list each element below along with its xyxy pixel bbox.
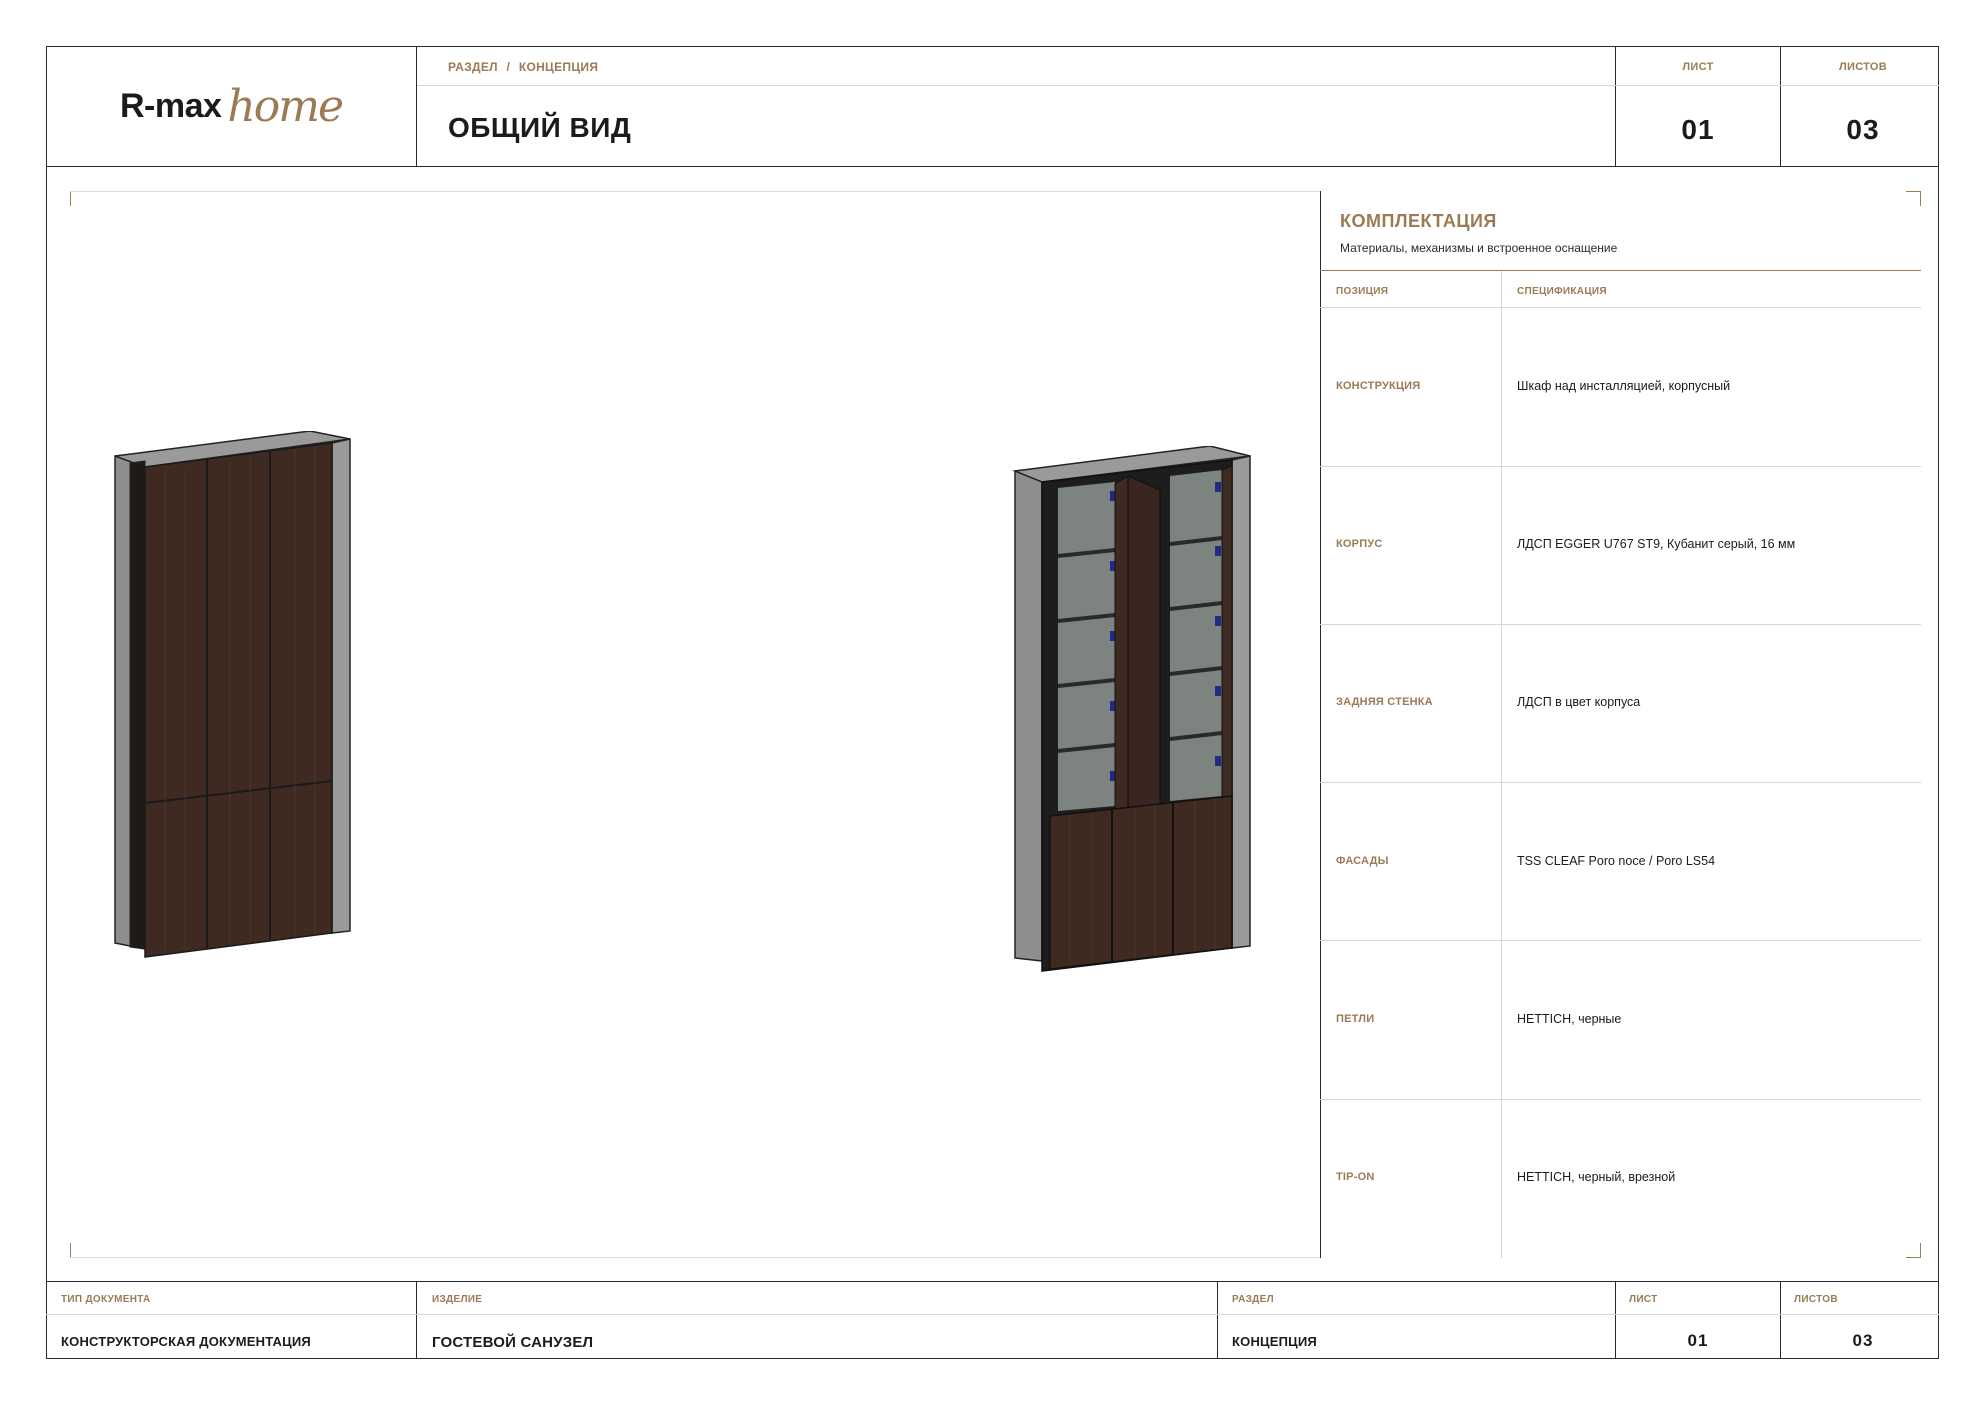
brand-logo: R-max home [46, 46, 416, 167]
corner-mark [1906, 191, 1921, 206]
cabinet-open-illustration [1012, 446, 1251, 972]
spec-row-value: ЛДСП в цвет корпуса [1517, 695, 1641, 709]
sheets-total-label: ЛИСТОВ [1838, 61, 1888, 73]
spec-row-key: ПЕТЛИ [1336, 1013, 1375, 1025]
spec-panel [1320, 191, 1921, 1258]
spec-row-value: Шкаф над инсталляцией, корпусный [1517, 379, 1731, 393]
footer-section-value: КОНЦЕПЦИЯ [1232, 1334, 1317, 1349]
footer-sheets-total: 03 [1852, 1331, 1874, 1350]
footer-sheet-number: 01 [1687, 1331, 1709, 1350]
logo-script: home [227, 81, 344, 132]
doc-type-value: КОНСТРУКТОРСКАЯ ДОКУМЕНТАЦИЯ [61, 1334, 311, 1349]
logo-wordmark: R-max [119, 87, 222, 125]
spec-col-position: ПОЗИЦИЯ [1336, 286, 1389, 297]
spec-row-value: HETTICH, черный, врезной [1517, 1170, 1676, 1184]
doc-type-label: ТИП ДОКУМЕНТА [61, 1294, 151, 1305]
spec-divider [1320, 270, 1921, 271]
footer-sheet-label: ЛИСТ [1629, 1294, 1658, 1305]
title-block-footer [46, 1281, 1939, 1359]
sheets-total: 03 [1846, 114, 1880, 145]
cabinet-closed-illustration [114, 431, 351, 958]
corner-mark [1906, 1243, 1921, 1258]
product-label: ИЗДЕЛИЕ [432, 1294, 483, 1305]
breadcrumb: РАЗДЕЛ / КОНЦЕПЦИЯ [448, 60, 598, 74]
page-title: ОБЩИЙ ВИД [448, 112, 632, 143]
spec-row-key: ФАСАДЫ [1336, 855, 1389, 867]
spec-row-key: ЗАДНЯЯ СТЕНКА [1336, 696, 1433, 708]
spec-row-value: TSS CLEAF Poro noce / Poro LS54 [1517, 854, 1716, 868]
sheet-frame [46, 46, 1939, 1359]
spec-row-key: TIP-ON [1336, 1171, 1375, 1183]
spec-row-value: ЛДСП EGGER U767 ST9, Кубанит серый, 16 м… [1517, 537, 1796, 551]
sheet-number: 01 [1681, 114, 1715, 145]
spec-column-divider [1501, 271, 1502, 1258]
breadcrumb-separator: / [506, 60, 511, 74]
spec-subtitle: Материалы, механизмы и встроенное оснаще… [1340, 241, 1618, 255]
sheet-label: ЛИСТ [1682, 61, 1714, 73]
spec-row-key: КОРПУС [1336, 538, 1383, 550]
breadcrumb-section-value: КОНЦЕПЦИЯ [518, 60, 599, 74]
title-block-header [46, 46, 1939, 167]
spec-col-spec: СПЕЦИФИКАЦИЯ [1517, 286, 1607, 297]
spec-row-key: КОНСТРУКЦИЯ [1336, 380, 1421, 392]
footer-sheets-label: ЛИСТОВ [1794, 1294, 1838, 1305]
footer-section-label: РАЗДЕЛ [1232, 1294, 1274, 1305]
spec-title: КОМПЛЕКТАЦИЯ [1340, 211, 1497, 231]
spec-row-value: HETTICH, черные [1517, 1012, 1622, 1026]
breadcrumb-section-label: РАЗДЕЛ [448, 60, 498, 74]
drawing-area [70, 191, 1921, 1258]
product-value: ГОСТЕВОЙ САНУЗЕЛ [432, 1334, 594, 1351]
